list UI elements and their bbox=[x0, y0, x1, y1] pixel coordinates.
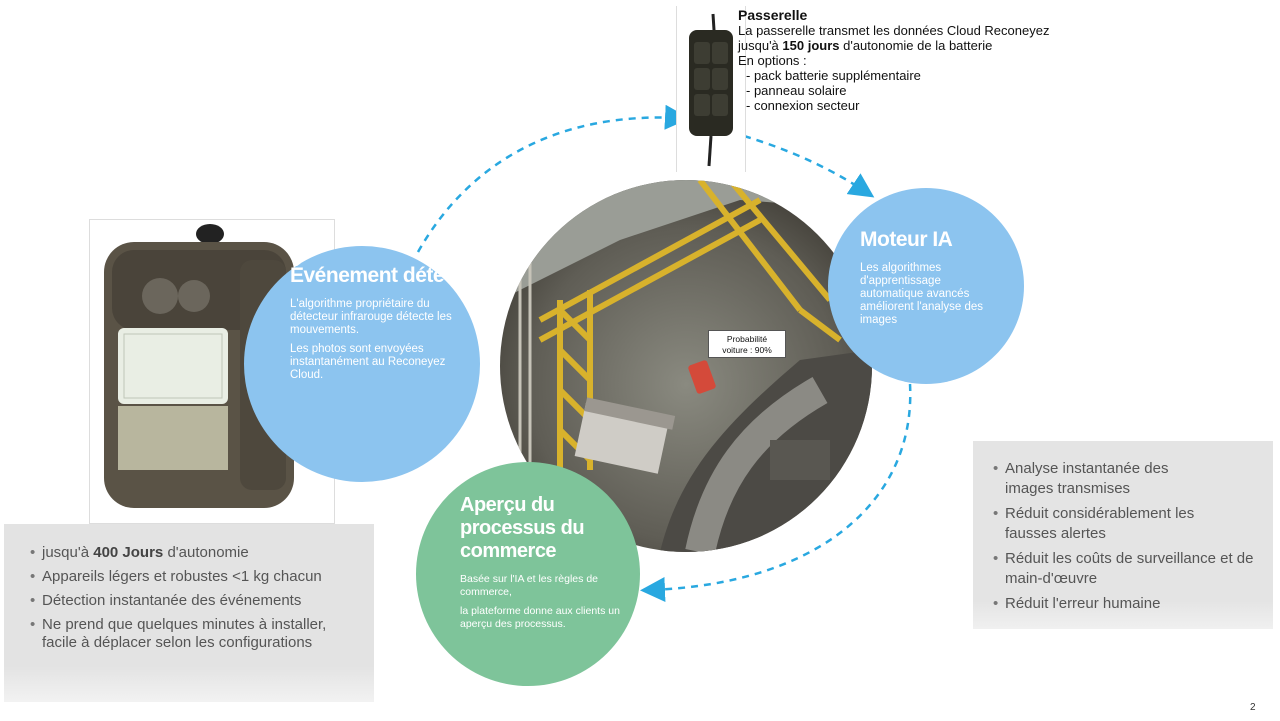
gateway-line2-prefix: jusqu'à bbox=[738, 38, 783, 53]
gateway-options-list: - pack batterie supplémentaire - panneau… bbox=[738, 68, 1098, 113]
gateway-title: Passerelle bbox=[738, 7, 808, 23]
business-insight-text2: la plateforme donne aux clients un aperç… bbox=[460, 605, 620, 630]
ai-benefit-item: Réduit les coûts de surveillance et de m… bbox=[993, 549, 1255, 589]
detection-label-line2: voiture : 90% bbox=[722, 345, 772, 355]
ai-benefits-list: Analyse instantanée des images transmise… bbox=[993, 459, 1255, 614]
gateway-device-photo bbox=[676, 6, 746, 172]
business-insight-text1: Basée sur l'IA et les règles de commerce… bbox=[460, 573, 598, 598]
arrow-ai-to-business bbox=[640, 383, 912, 602]
ai-benefits-box: Analyse instantanée des images transmise… bbox=[973, 441, 1273, 629]
detection-label-line1: Probabilité bbox=[726, 334, 768, 344]
camera-feature-item: Détection instantanée des événements bbox=[30, 592, 374, 610]
ai-benefit-item: Analyse instantanée des images transmise… bbox=[993, 459, 1185, 499]
gateway-description: Passerelle La passerelle transmet les do… bbox=[738, 7, 1098, 114]
gateway-option: - panneau solaire bbox=[746, 83, 847, 98]
ai-benefit-item: Réduit considérablement les fausses aler… bbox=[993, 504, 1215, 544]
gateway-line1: La passerelle transmet les données Cloud… bbox=[738, 23, 1050, 38]
feature-suffix: d'autonomie bbox=[163, 544, 249, 561]
event-detected-circle: Événement détecté L'algorithme propriéta… bbox=[244, 246, 480, 482]
feature-prefix: jusqu'à bbox=[42, 544, 94, 561]
business-insight-title: Aperçu du processus du commerce bbox=[460, 494, 585, 562]
page-number: 2 bbox=[1250, 702, 1256, 713]
arrow-gateway-to-ai bbox=[743, 134, 875, 198]
event-detected-text2: Les photos sont envoyées instantanément … bbox=[290, 343, 446, 381]
feature-bold: 400 Jours bbox=[93, 544, 164, 561]
event-detected-title: Événement détecté bbox=[290, 264, 473, 287]
camera-feature-item: jusqu'à 400 Jours d'autonomie bbox=[30, 544, 374, 562]
ai-engine-title: Moteur IA bbox=[860, 228, 953, 251]
gateway-option: - connexion secteur bbox=[746, 98, 860, 113]
business-insight-circle: Aperçu du processus du commerce Basée su… bbox=[416, 462, 640, 686]
gateway-options-label: En options : bbox=[738, 53, 807, 68]
gateway-line2: jusqu'à 150 jours d'autonomie de la batt… bbox=[738, 38, 1098, 53]
gateway-line2-suffix: d'autonomie de la batterie bbox=[839, 38, 993, 53]
ai-engine-text: Les algorithmes d'apprentissage automati… bbox=[860, 262, 984, 326]
camera-features-box: jusqu'à 400 Jours d'autonomie Appareils … bbox=[4, 524, 374, 702]
detection-label: Probabilité voiture : 90% bbox=[708, 330, 786, 358]
ai-engine-circle: Moteur IA Les algorithmes d'apprentissag… bbox=[828, 188, 1024, 384]
construction-site-photo bbox=[500, 180, 872, 552]
camera-features-list: jusqu'à 400 Jours d'autonomie Appareils … bbox=[30, 544, 374, 652]
camera-feature-item: Appareils légers et robustes <1 kg chacu… bbox=[30, 568, 374, 586]
event-detected-text1: L'algorithme propriétaire du détecteur i… bbox=[290, 298, 452, 336]
gateway-line2-bold: 150 jours bbox=[782, 38, 840, 53]
arrow-event-to-gateway bbox=[416, 104, 690, 253]
camera-feature-item: Ne prend que quelques minutes à installe… bbox=[30, 616, 362, 652]
ai-benefit-item: Réduit l'erreur humaine bbox=[993, 594, 1255, 614]
gateway-option: - pack batterie supplémentaire bbox=[746, 68, 921, 83]
